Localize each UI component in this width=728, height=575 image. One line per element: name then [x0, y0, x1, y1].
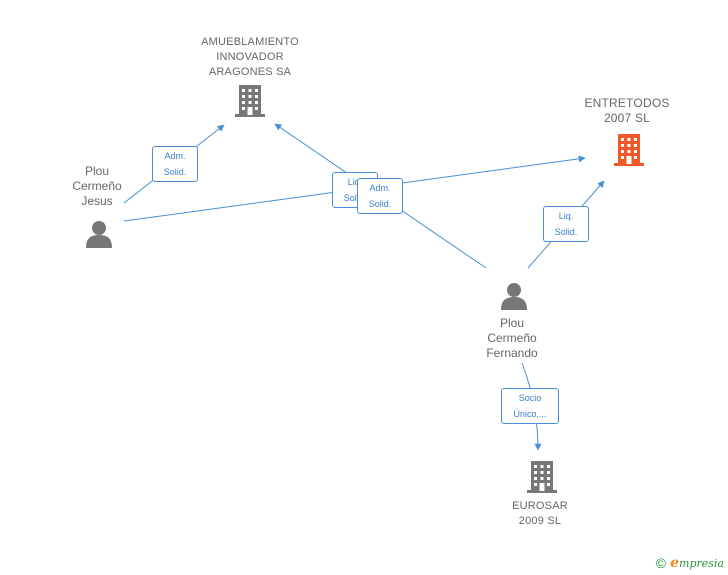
building-icon	[527, 461, 557, 493]
person-icon	[501, 283, 527, 310]
footer-brand: © empresia	[656, 555, 724, 571]
copyright-symbol: ©	[655, 555, 667, 571]
relation-label-jesus-entretodos: Adm. Solid.	[357, 178, 403, 214]
building-icon	[235, 85, 265, 117]
person-label-jesus[interactable]: Plou Cermeño Jesus	[72, 164, 122, 208]
relation-label-jesus-amueblamiento: Adm. Solid.	[152, 146, 198, 182]
building-icon-highlighted	[614, 134, 644, 166]
company-label-amueblamiento[interactable]: AMUEBLAMIENTO INNOVADOR ARAGONES SA	[201, 36, 299, 78]
company-label-entretodos[interactable]: ENTRETODOS 2007 SL	[584, 96, 670, 125]
relation-label-fernando-entretodos: Liq. Solid.	[543, 206, 589, 242]
person-icon	[86, 221, 112, 248]
person-label-fernando[interactable]: Plou Cermeño Fernando	[486, 316, 538, 360]
brand-logo: empresia	[670, 555, 724, 571]
company-label-eurosar[interactable]: EUROSAR 2009 SL	[512, 500, 568, 527]
relation-label-fernando-eurosar: Socio Único,...	[501, 388, 559, 424]
